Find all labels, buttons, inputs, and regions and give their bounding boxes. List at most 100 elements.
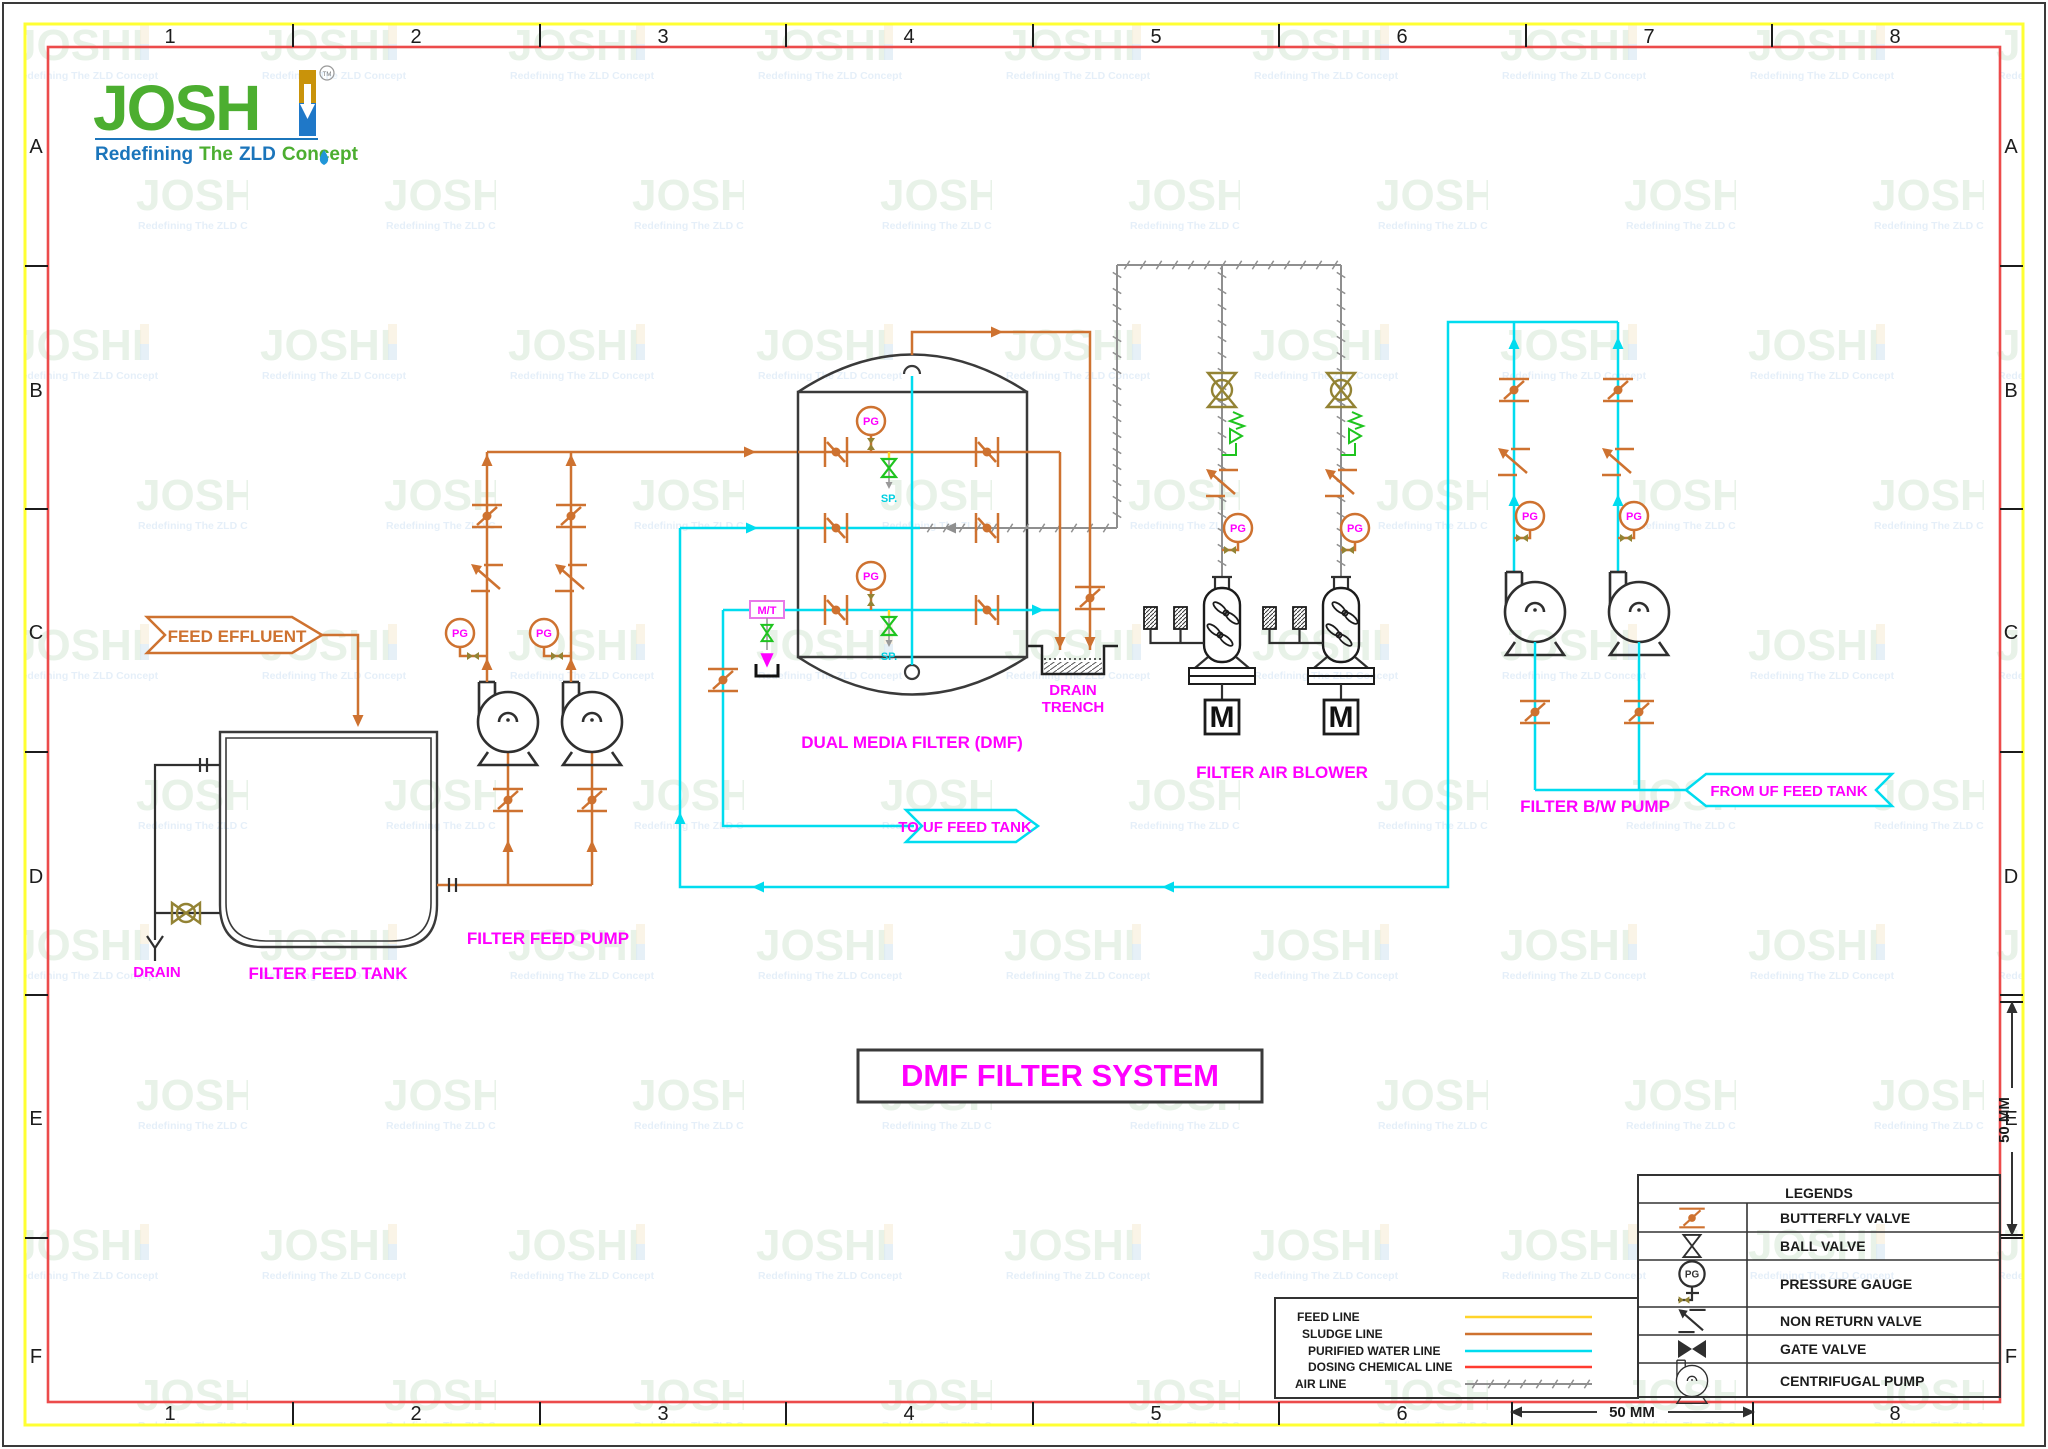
air-line-tick [1112,367,1122,375]
grid-col: 1 [164,1403,175,1425]
air-line-tick [1112,335,1122,343]
air-line-tick [1217,511,1227,519]
filter-feed-tank-label: FILTER FEED TANK [249,964,409,983]
line-legend-label: AIR LINE [1295,1377,1346,1391]
filter-feed-pump-label: FILTER FEED PUMP [467,929,629,948]
from-uf-feed-tank-banner: FROM UF FEED TANK [1710,783,1867,800]
air-line-tick [1336,415,1346,423]
vertical-scale: 50 MM [1996,1001,2023,1236]
line-legend-label: PURIFIED WATER LINE [1308,1344,1440,1358]
grid-row: D [2004,866,2018,888]
drawing-title-box: DMF FILTER SYSTEM [856,1048,1264,1104]
legend-row-label: BUTTERFLY VALVE [1780,1210,1910,1226]
air-line-tick [1217,399,1227,407]
grid-row: E [29,1108,42,1130]
air-line-tick [1187,260,1195,270]
air-line-tick [1336,335,1346,343]
grid-col: 5 [1150,1403,1161,1425]
dual-media-filter: M/T DUAL MEDIA FILTER (DMF) [680,326,1117,752]
pressure-gauge-icon [1514,500,1546,532]
air-line-tick [1217,351,1227,359]
air-line-tick [1336,447,1346,455]
air-line-tick [1112,431,1122,439]
air-line-tick [1022,523,1030,533]
air-line-tick [1102,523,1110,533]
legends-table: LEGENDS BUTTERFLY VALVE BALL VALVE PRESS… [1637,1174,2001,1405]
air-line-tick [1471,1379,1479,1389]
air-line-tick [1112,415,1122,423]
horizontal-scale: 50 MM [1510,1402,1755,1425]
drain-trench-label-1: DRAIN [1049,682,1097,699]
air-line-tick [1038,523,1046,533]
air-line-tick [1235,260,1243,270]
grid-row: D [29,866,43,888]
grid-row: C [2004,622,2018,644]
air-line-tick [1217,319,1227,327]
legend-row-label: NON RETURN VALVE [1780,1313,1922,1329]
air-line-tick [1070,523,1078,533]
grid-row: F [30,1346,42,1368]
tm-icon [319,65,335,81]
air-line-tick [1112,319,1122,327]
pressure-gauge-icon [444,617,476,649]
drain-label: DRAIN [133,964,181,981]
mt-label: M/T [758,605,777,617]
air-line-tick [1217,287,1227,295]
air-line-tick [1139,260,1147,270]
legend-row-label: GATE VALVE [1780,1341,1866,1357]
to-uf-feed-tank-banner: TO UF FEED TANK [898,819,1032,836]
filter-air-blower-label: FILTER AIR BLOWER [1196,763,1368,782]
air-line-tick [1551,1379,1559,1389]
air-line-tick [1336,287,1346,295]
air-line-tick [1171,260,1179,270]
air-line-tick [1203,260,1211,270]
grid-col: 2 [410,26,421,48]
grid-col: 8 [1889,26,1900,48]
grid-row: B [2004,380,2017,402]
pressure-gauge-icon [1618,500,1650,532]
joshi-watermark [26,25,2022,1424]
legend-row-label: CENTRIFUGAL PUMP [1780,1373,1924,1389]
air-line-tick [1006,523,1014,533]
air-line-tick [1217,335,1227,343]
line-legend-label: DOSING CHEMICAL LINE [1308,1360,1452,1374]
legend-row-label: PRESSURE GAUGE [1780,1276,1912,1292]
grid-col: 2 [410,1403,421,1425]
air-line-tick [1336,511,1346,519]
droplet-icon [319,150,329,165]
feed-effluent-label: FEED EFFLUENT [168,627,307,646]
sample-tray-icon [754,664,780,678]
dual-media-filter-label: DUAL MEDIA FILTER (DMF) [801,733,1023,752]
grid-row: A [29,136,43,158]
pressure-gauge-icon [1678,1260,1706,1288]
grid-col: 4 [903,1403,914,1425]
grid-col: 6 [1396,26,1407,48]
grid-col: 3 [657,26,668,48]
air-line-tick [1535,1379,1543,1389]
grid-col: 5 [1150,26,1161,48]
air-line-tick [1217,271,1227,279]
air-line-tick [1503,1379,1511,1389]
air-line-tick [1112,287,1122,295]
legend-row-label: BALL VALVE [1780,1238,1866,1254]
grid-col: 4 [903,26,914,48]
feed-effluent-banner: FEED EFFLUENT [143,615,364,727]
air-line-tick [1251,260,1259,270]
air-line-tick [1583,1379,1591,1389]
air-line-tick [1315,260,1323,270]
grid-col: 3 [657,1403,668,1425]
line-legend-label: FEED LINE [1297,1310,1360,1324]
air-line-tick [1336,351,1346,359]
grid-row: E [2004,1108,2017,1130]
air-line-tick [1112,303,1122,311]
logo-arrow-head [300,104,315,119]
pressure-gauge-icon [1339,512,1371,544]
filter-feed-tank: FILTER FEED TANK DRAIN [133,730,439,983]
air-line-tick [1283,260,1291,270]
air-line-tick [1217,415,1227,423]
pressure-gauge-icon [528,617,560,649]
grid-col: 8 [1889,1403,1900,1425]
